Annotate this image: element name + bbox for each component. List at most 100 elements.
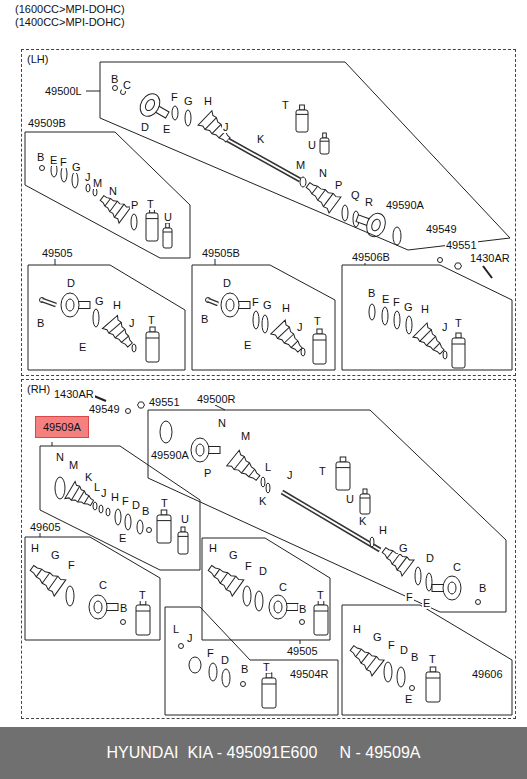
- part-number: 49505: [42, 247, 73, 259]
- callout-letter: F: [387, 640, 396, 651]
- boot-rib: [84, 496, 89, 504]
- shaft-core: [208, 300, 218, 304]
- callout-letter: B: [119, 603, 128, 614]
- callout-letter: F: [59, 157, 68, 168]
- joint-housing: [61, 293, 90, 317]
- ring: [66, 586, 74, 606]
- boot-rib: [214, 569, 220, 577]
- ring: [93, 502, 97, 510]
- group-box: 49506B: [342, 265, 512, 370]
- callout-letter: K: [358, 516, 367, 527]
- callout-letter: J: [100, 488, 108, 499]
- boot: [271, 320, 307, 357]
- grease-tube: [336, 462, 350, 490]
- grease-cap: [430, 667, 436, 672]
- ring: [99, 505, 103, 513]
- clip: [241, 682, 246, 687]
- joint-housing: [89, 595, 118, 619]
- callout-letter: H: [352, 624, 362, 635]
- ring: [393, 227, 401, 245]
- group-border: [25, 132, 190, 258]
- callout-letter: E: [118, 533, 127, 544]
- callout-letter: B: [410, 652, 419, 663]
- boot-rib: [397, 557, 407, 570]
- callout-letter: K: [84, 472, 93, 483]
- group-box: 49505: [202, 538, 330, 640]
- callout-letter: T: [428, 654, 437, 665]
- callout-letter: H: [110, 492, 120, 503]
- ring: [189, 657, 201, 673]
- clip: [40, 166, 45, 171]
- group-outline: [25, 537, 160, 640]
- grease-tube: [320, 138, 329, 154]
- grease-tube: [426, 672, 440, 702]
- leader-line: [215, 259, 216, 265]
- part-number: 49605: [30, 521, 61, 533]
- part-number: 49590A: [385, 200, 425, 211]
- part-number: 49549: [88, 404, 121, 415]
- pin: [483, 266, 492, 278]
- part-number: 49504R: [290, 668, 329, 680]
- group-border: [25, 537, 160, 640]
- ring: [93, 309, 99, 327]
- clip: [300, 620, 305, 625]
- boot-rib: [78, 491, 85, 502]
- callout-letter: F: [392, 297, 401, 308]
- ring: [222, 669, 230, 687]
- grease-band: [146, 338, 159, 339]
- boot-rib: [110, 201, 118, 211]
- group-box: 49605: [25, 537, 160, 640]
- callout-letter: J: [286, 470, 294, 481]
- group-border: [28, 265, 185, 370]
- callout-letter: G: [94, 296, 105, 307]
- callout-letter: D: [220, 655, 230, 666]
- grease-tube: [136, 605, 150, 635]
- callout-letter: N: [217, 418, 227, 429]
- grease-tube: [360, 494, 370, 514]
- part-number: 49500L: [45, 85, 82, 97]
- joint-housing: [432, 576, 461, 600]
- boot-rib: [284, 334, 293, 343]
- joint-inner: [66, 299, 74, 311]
- part-number: 49606: [472, 668, 503, 680]
- callout-letter: P: [203, 468, 212, 479]
- callout-letter: E: [422, 598, 431, 609]
- boot-rib: [48, 576, 58, 589]
- nut: [138, 402, 145, 408]
- ring: [261, 477, 265, 487]
- joint-housing: [221, 293, 250, 317]
- callout-letter: E: [404, 694, 413, 705]
- callout-letter: H: [420, 304, 430, 315]
- group-outline: [342, 605, 512, 715]
- callout-letter: E: [78, 342, 87, 353]
- boot-rib: [205, 118, 216, 130]
- group-outline: [202, 538, 330, 640]
- grease-tube: [157, 515, 171, 543]
- boot-outline: [413, 323, 449, 359]
- boot-rib: [433, 343, 440, 350]
- boot: [413, 323, 449, 359]
- grease-tube: [452, 338, 465, 368]
- grease-band: [163, 232, 172, 233]
- group-border: [192, 265, 335, 370]
- nut: [455, 263, 462, 269]
- joint-inner: [94, 601, 102, 613]
- boot-rib: [420, 330, 432, 342]
- ring: [342, 205, 348, 221]
- boot-rib: [278, 327, 290, 338]
- callout-letter: U: [307, 140, 317, 151]
- boot-rib: [361, 653, 369, 663]
- grease-band: [313, 340, 326, 341]
- caption: HYUNDAI KIA - 495091E600 N - 49509A: [107, 744, 421, 762]
- shaft-core: [42, 300, 56, 305]
- boot-rib: [71, 486, 79, 500]
- ring: [61, 166, 67, 182]
- callout-letter: H: [203, 96, 213, 107]
- ring: [253, 311, 259, 329]
- joint-inner: [448, 582, 456, 594]
- callout-letter: L: [172, 624, 180, 635]
- joint-bell: [136, 90, 164, 120]
- group-outline: [342, 265, 512, 370]
- group-outline: [100, 62, 510, 250]
- grease-band: [320, 141, 329, 142]
